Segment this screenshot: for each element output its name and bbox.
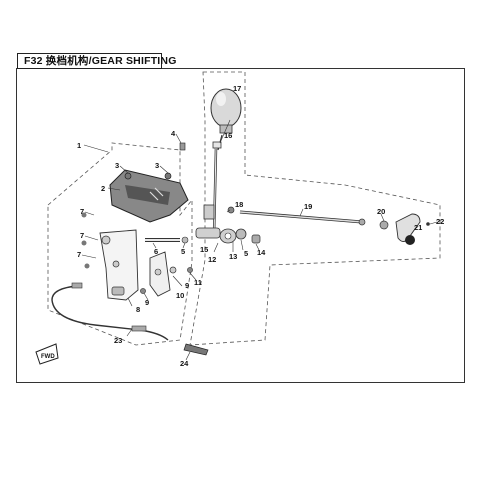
cable-boot [183,343,209,356]
console-cover [109,169,189,223]
mount-bracket [81,212,139,301]
callout-11: 11 [194,278,202,287]
callout-1: 1 [77,141,81,150]
fwd-arrow-icon: FWD [35,343,59,365]
callout-13: 13 [229,252,237,261]
callout-7: 7 [80,207,84,216]
callout-7: 7 [77,250,81,259]
callout-19: 19 [304,202,312,211]
callout-3: 3 [115,161,119,170]
shift-arm [379,213,430,245]
callout-9: 9 [185,281,189,290]
callout-3: 3 [155,161,159,170]
callout-22: 22 [436,217,444,226]
callout-20: 20 [377,207,385,216]
callout-24: 24 [180,359,189,368]
callout-7: 7 [80,231,84,240]
fwd-label: FWD [41,354,55,360]
page-title: F32 换档机构/GEAR SHIFTING [24,55,177,67]
callout-5: 5 [244,249,248,258]
callout-8: 8 [136,305,140,314]
diagram-frame [16,68,465,383]
callout-14: 14 [257,248,266,257]
callout-18: 18 [235,200,243,209]
callout-15: 15 [200,245,208,254]
callout-4: 4 [171,129,176,138]
pivot-parts [219,228,261,244]
gear-knob [210,88,242,134]
callout-9: 9 [145,298,149,307]
callout-21: 21 [414,223,422,232]
shift-lever [195,134,223,239]
shift-cable [51,282,169,341]
shaft-6 [145,236,189,244]
callout-12: 12 [208,255,216,264]
bolt-18 [227,206,235,214]
callout-17: 17 [233,84,241,93]
callout-10: 10 [176,291,184,300]
callout-labels: 1 2 3 3 4 5 5 6 7 7 7 8 9 9 10 11 12 13 … [77,84,444,368]
bracket-10 [140,251,193,297]
callout-6: 6 [154,247,158,256]
callout-23: 23 [114,336,122,345]
shift-rod [239,210,366,226]
leader-lines [81,119,438,361]
assembly-boundary [47,71,441,346]
callout-2: 2 [101,184,105,193]
bolts-3 [124,142,186,180]
callout-16: 16 [224,131,232,140]
title-box: F32 换档机构/GEAR SHIFTING [17,53,176,69]
callout-5: 5 [181,247,185,256]
